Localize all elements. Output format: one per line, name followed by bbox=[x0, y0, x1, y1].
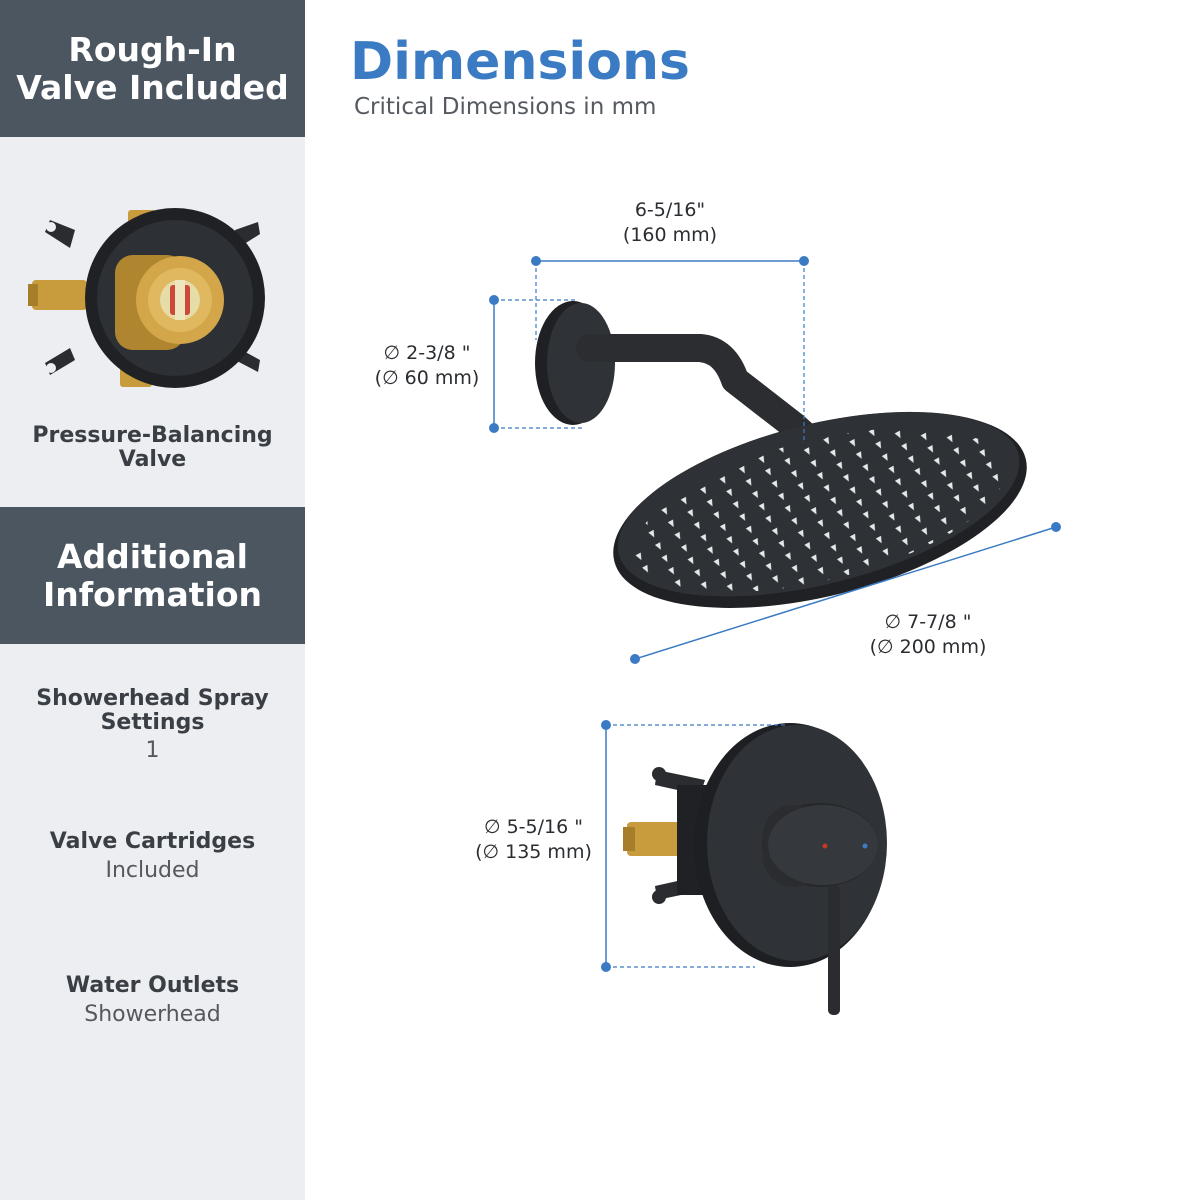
dimension-lines bbox=[489, 256, 1061, 972]
trim-diameter-label: ∅ 5-5/16 " (∅ 135 mm) bbox=[466, 815, 601, 865]
rough-in-valve-image bbox=[28, 208, 265, 388]
spec-value-water-outlets: Showerhead bbox=[84, 1002, 221, 1027]
rough-in-banner: Rough-In Valve Included bbox=[0, 0, 305, 137]
rough-in-title: Rough-In Valve Included bbox=[16, 29, 289, 107]
additional-info-title: Additional Information bbox=[43, 536, 262, 614]
showerhead-diameter-label: ∅ 7-7/8 " (∅ 200 mm) bbox=[858, 610, 998, 660]
showerhead bbox=[613, 411, 1027, 608]
page-title: Dimensions bbox=[350, 32, 690, 92]
flange-diameter-imperial: ∅ 2-3/8 " bbox=[383, 342, 471, 364]
spec-label-valve-cartridges: Valve Cartridges bbox=[49, 829, 256, 854]
sidebar: Rough-In Valve Included Pressure-Balanci… bbox=[0, 0, 305, 1200]
showerhead-diameter-metric: (∅ 200 mm) bbox=[869, 636, 987, 658]
valve-trim bbox=[623, 723, 887, 1015]
additional-info-banner: Additional Information bbox=[0, 507, 305, 644]
showerhead-diameter-imperial: ∅ 7-7/8 " bbox=[884, 611, 972, 633]
shower-arm bbox=[576, 334, 819, 450]
spec-label-spray-settings: Showerhead Spray Settings bbox=[36, 686, 269, 735]
arm-length-label: 6-5/16" (160 mm) bbox=[595, 198, 745, 248]
dimension-drawing bbox=[489, 256, 1061, 1015]
arm-length-imperial: 6-5/16" bbox=[634, 199, 706, 221]
trim-diameter-metric: (∅ 135 mm) bbox=[475, 841, 592, 863]
spec-label-water-outlets: Water Outlets bbox=[65, 973, 240, 998]
arm-length-metric: (160 mm) bbox=[622, 224, 718, 246]
spec-value-valve-cartridges: Included bbox=[105, 858, 200, 883]
page-subtitle: Critical Dimensions in mm bbox=[354, 94, 657, 120]
spec-value-spray-settings: 1 bbox=[145, 738, 160, 763]
trim-diameter-imperial: ∅ 5-5/16 " bbox=[484, 816, 583, 838]
shower-arm-flange bbox=[535, 301, 615, 425]
valve-label: Pressure-Balancing Valve bbox=[32, 423, 273, 472]
flange-diameter-label: ∅ 2-3/8 " (∅ 60 mm) bbox=[362, 341, 492, 391]
flange-diameter-metric: (∅ 60 mm) bbox=[374, 367, 480, 389]
